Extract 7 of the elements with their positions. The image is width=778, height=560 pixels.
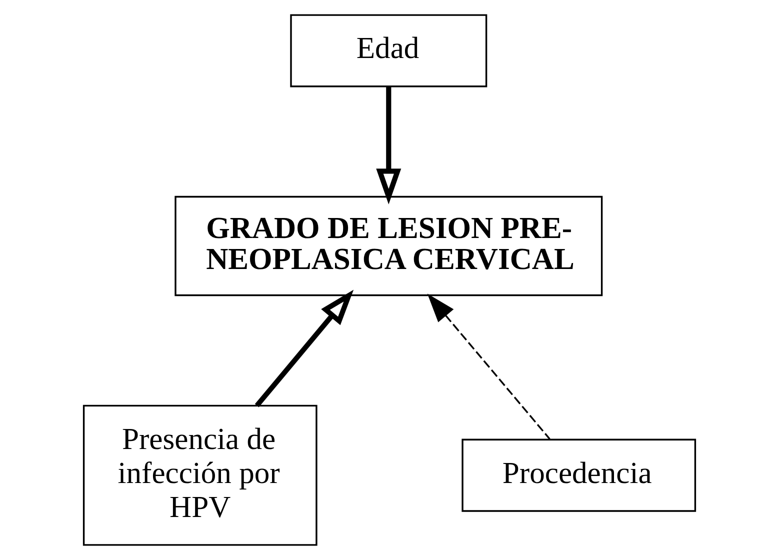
node-box: GRADO DE LESION PRE- NEOPLASICA CERVICAL xyxy=(174,196,602,296)
node-box: Presencia de infección por HPV xyxy=(82,404,317,546)
node-box: Procedencia xyxy=(461,438,696,512)
arrow xyxy=(376,86,401,204)
arrow xyxy=(254,290,354,408)
node-box: Edad xyxy=(290,14,487,88)
arrow xyxy=(426,294,550,440)
